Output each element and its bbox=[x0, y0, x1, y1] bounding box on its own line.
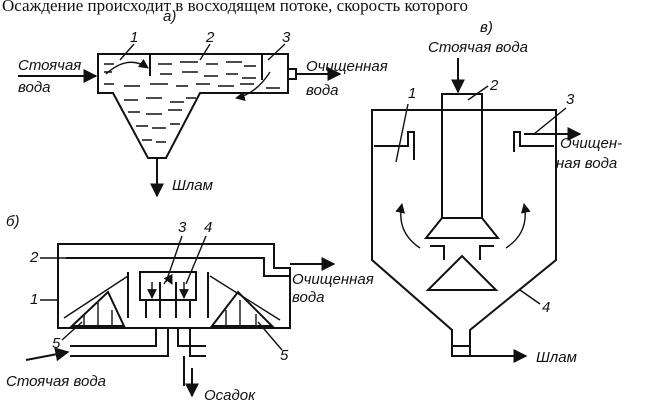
panel-b-tray bbox=[66, 257, 290, 277]
panel-c-flow-left bbox=[395, 203, 421, 249]
panel-c-marker-3: 3 bbox=[566, 91, 575, 108]
panel-a-marker-1: 1 bbox=[130, 29, 138, 46]
panel-b-center-legs bbox=[145, 300, 191, 318]
panel-a-sludge-label: Шлам bbox=[172, 177, 213, 194]
panel-a-flow-left bbox=[105, 58, 149, 75]
panel-a-outlet-line2: вода bbox=[306, 82, 338, 99]
panel-a-outlet-stub bbox=[287, 68, 297, 80]
panel-b-leader-3 bbox=[165, 235, 183, 283]
panel-b-marker-4: 4 bbox=[204, 219, 212, 236]
panel-c-leader-1 bbox=[395, 103, 409, 163]
panel-b-flow-top bbox=[163, 273, 173, 285]
panel-b-outlet-line1: Очищенная bbox=[292, 271, 374, 288]
panel-b-marker-2: 2 bbox=[29, 249, 39, 266]
header-text: Осаждение происходит в восходящем потоке… bbox=[2, 0, 468, 15]
panel-b-center-pipe bbox=[159, 282, 177, 318]
panel-b-leader-5-left bbox=[61, 321, 83, 341]
panel-c-central-column bbox=[441, 93, 483, 219]
panel-a-marker-3: 3 bbox=[282, 29, 291, 46]
panel-b-inner-walls bbox=[127, 272, 209, 318]
panel-c-leader-2 bbox=[467, 85, 489, 101]
panel-b-sediment-label: Осадок bbox=[204, 387, 256, 404]
panel-b-tank bbox=[57, 243, 291, 329]
panel-c-outlet-line2: ная вода bbox=[556, 155, 617, 172]
panel-a-flow-right bbox=[235, 71, 271, 102]
panel-c-cone bbox=[425, 254, 499, 291]
panel-c-marker-2: 2 bbox=[489, 77, 499, 94]
panel-a-marker-2: 2 bbox=[205, 29, 215, 46]
panel-b-label: б) bbox=[6, 213, 19, 230]
panel-a-water bbox=[104, 61, 280, 143]
panel-c-bell-mouth bbox=[423, 217, 501, 239]
panel-b-tri-right bbox=[209, 290, 275, 327]
panel-c-inlet-label: Стоячая вода bbox=[428, 39, 528, 56]
panel-c-leader-4 bbox=[519, 289, 541, 305]
panel-a-tank bbox=[97, 53, 289, 159]
panel-a: а) Стоячая вода Очищенная вода bbox=[18, 8, 388, 198]
panel-a-outlet-line1: Очищенная bbox=[306, 58, 388, 75]
panel-b-outlet-line2: вода bbox=[292, 289, 324, 306]
panel-c-marker-4: 4 bbox=[542, 299, 550, 316]
panel-b-marker-5-right: 5 bbox=[280, 347, 289, 364]
panel-b: б) Стоячая вода Очищенная вода bbox=[6, 213, 374, 404]
panel-b-center-box bbox=[139, 271, 197, 301]
panel-a-inlet-line2: вода bbox=[18, 79, 50, 96]
panel-c-tray-left bbox=[374, 131, 415, 160]
panel-c-marker-1: 1 bbox=[408, 85, 416, 102]
panel-b-inlet-label: Стоячая вода bbox=[6, 373, 106, 390]
panel-a-inlet-line1: Стоячая bbox=[18, 57, 81, 74]
panel-a-leader-2 bbox=[199, 43, 211, 61]
panel-a-leader-3 bbox=[267, 43, 286, 61]
panel-b-marker-3: 3 bbox=[178, 219, 187, 236]
panel-c-leader-3 bbox=[533, 107, 567, 135]
panel-c-nozzle bbox=[451, 346, 471, 357]
panel-b-tri-left-ribs bbox=[83, 302, 113, 326]
panel-b-marker-1: 1 bbox=[30, 291, 38, 308]
panel-b-inlet-pipe bbox=[70, 328, 169, 357]
panel-c-sludge-label: Шлам bbox=[536, 349, 577, 366]
panel-b-tri-left-diag bbox=[63, 275, 129, 319]
panel-c-label: в) bbox=[480, 19, 493, 36]
panel-b-tri-right-diag bbox=[209, 275, 281, 321]
panel-c-outlet-line1: Очищен- bbox=[560, 135, 622, 152]
panel-b-leader-5-right bbox=[257, 321, 283, 351]
panel-b-leader-4 bbox=[185, 235, 207, 285]
panel-c-flow-right bbox=[505, 203, 531, 249]
panel-a-leader-1 bbox=[119, 43, 135, 61]
panel-c: в) Стоячая вода Очищен- ная вода Шлам 1 … bbox=[371, 19, 622, 366]
panel-b-marker-5-left: 5 bbox=[52, 335, 61, 352]
panel-b-sediment-pipe bbox=[177, 328, 206, 357]
panel-b-inlet-arrow bbox=[25, 347, 70, 362]
panel-c-tray-right bbox=[513, 131, 554, 152]
panel-b-tri-right-ribs bbox=[225, 300, 257, 326]
panel-a-label: а) bbox=[163, 8, 176, 25]
panel-c-baffles bbox=[430, 245, 494, 260]
